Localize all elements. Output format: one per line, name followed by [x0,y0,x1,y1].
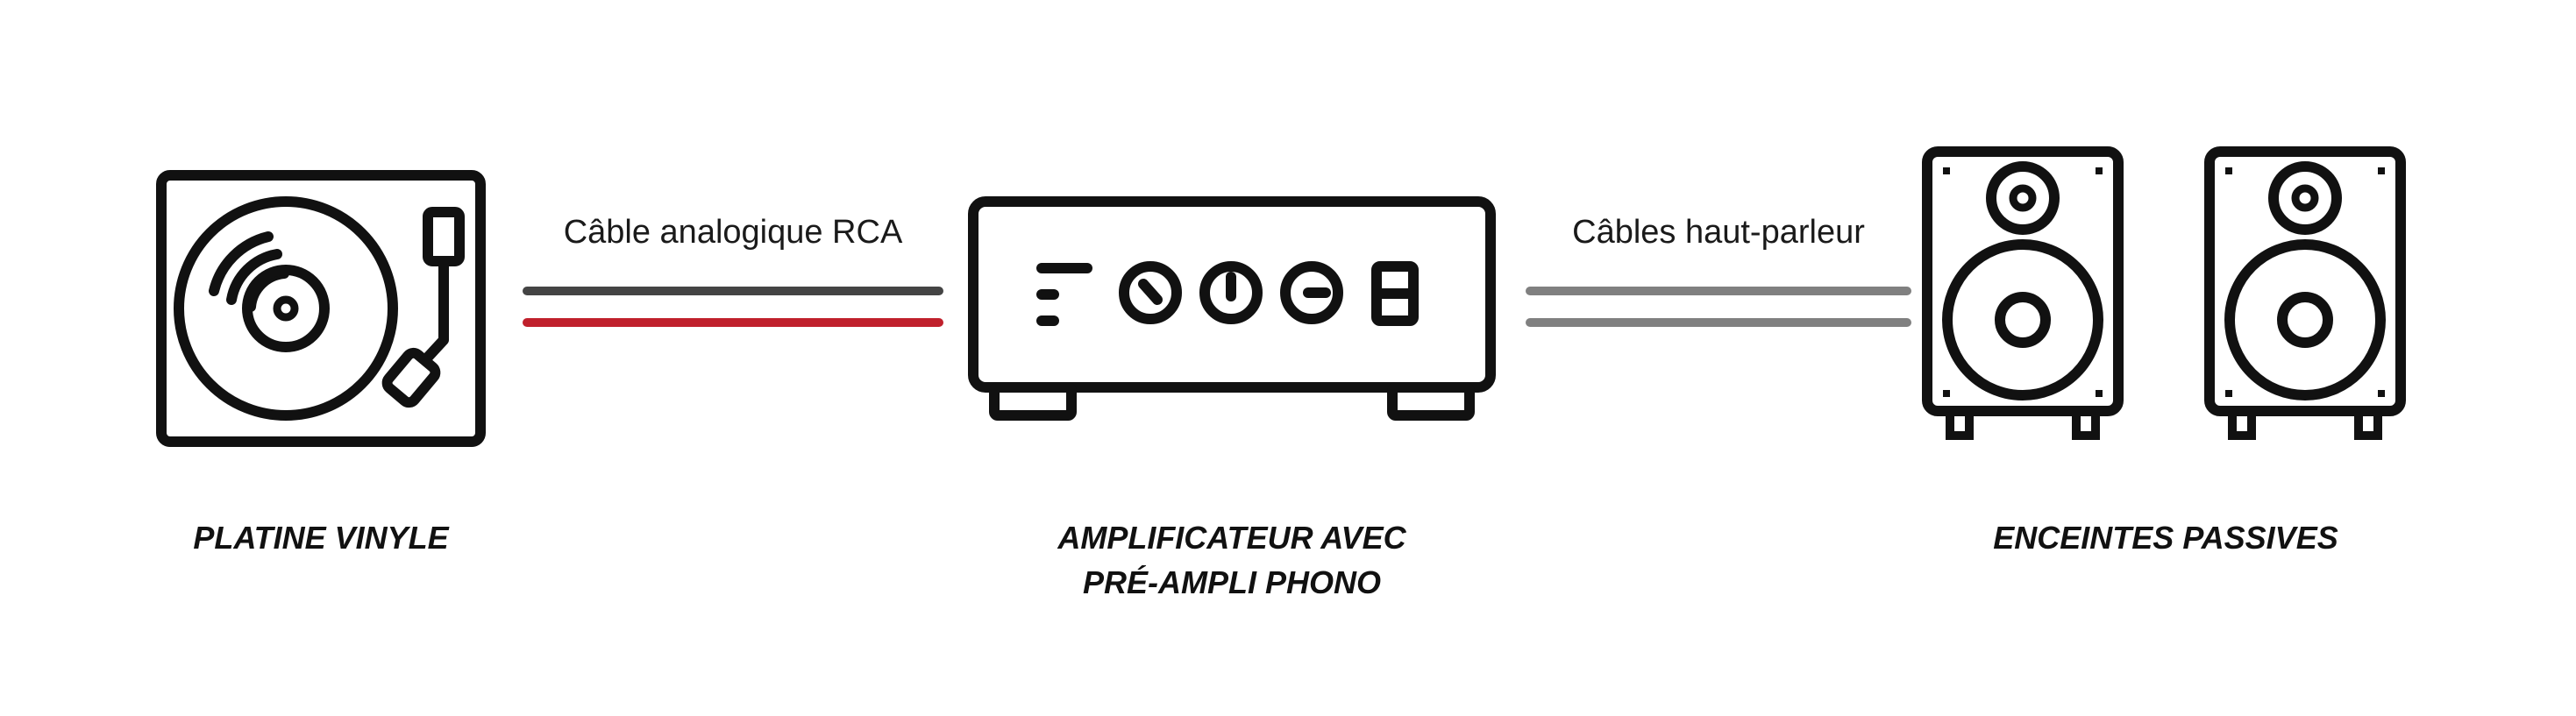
speakers-label-line1: ENCEINTES PASSIVES [1993,520,2338,556]
rca-cable-line-1 [523,287,943,295]
speakers-icon [1922,146,2406,440]
amplifier-icon [968,196,1496,421]
rca-cable-line-2 [523,318,943,327]
turntable-icon [156,170,486,447]
turntable-label: PLATINE VINYLE [146,515,496,560]
rca-cable-label: Câble analogique RCA [563,214,903,251]
speaker-cable-line-1 [1526,287,1911,295]
turntable-label-line1: PLATINE VINYLE [193,520,449,556]
amplifier-label: AMPLIFICATEUR AVEC PRÉ-AMPLI PHONO [969,515,1495,605]
speaker-cable-line-2 [1526,318,1911,327]
speaker-cable-label: Câbles haut-parleur [1572,214,1865,251]
amplifier-label-line2: PRÉ-AMPLI PHONO [1082,564,1381,600]
speakers-label: ENCEINTES PASSIVES [1903,515,2429,560]
amplifier-label-line1: AMPLIFICATEUR AVEC [1057,520,1406,556]
